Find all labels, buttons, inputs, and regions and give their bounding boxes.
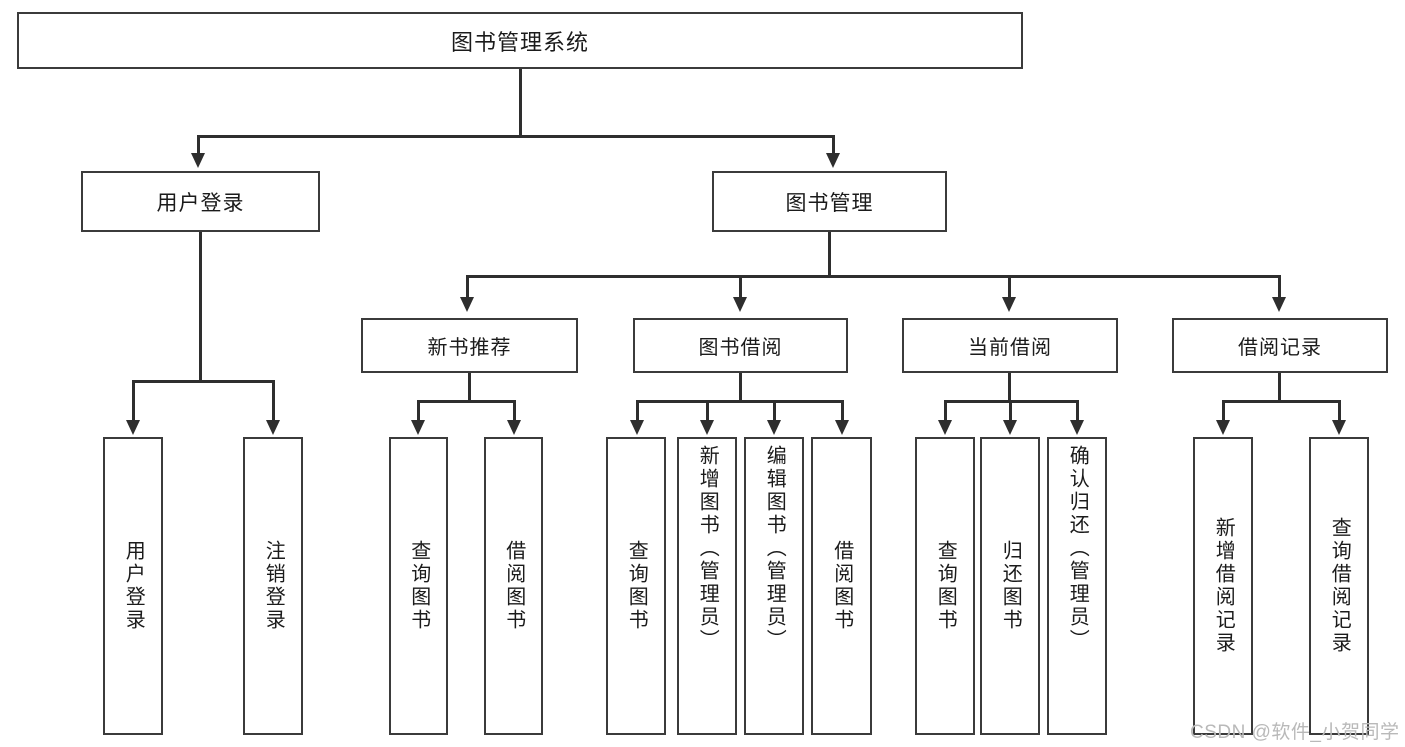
arrowhead-user-login-leaf-1 <box>126 420 140 435</box>
arrowhead-user-login-leaf-2 <box>266 420 280 435</box>
arrowhead-cb-leaf-2 <box>1003 420 1017 435</box>
connector-root-stem <box>519 69 522 136</box>
connector-bb-to-leaf-3 <box>773 400 776 422</box>
leaf-label: 确认归还（管理员） <box>1066 445 1089 652</box>
connector-user-login-stem <box>199 232 202 382</box>
connector-bm-to-book-borrow <box>739 275 742 299</box>
leaf-br-add-record[interactable]: 新增借阅记录 <box>1193 437 1253 735</box>
node-root-book-management-system[interactable]: 图书管理系统 <box>17 12 1023 69</box>
leaf-nb-query-book[interactable]: 查询图书 <box>389 437 448 735</box>
connector-bm-to-current-borrow <box>1008 275 1011 299</box>
arrowhead-nb-leaf-1 <box>411 420 425 435</box>
arrowhead-root-to-user-login <box>191 153 205 168</box>
arrowhead-bm-to-new-book <box>460 297 474 312</box>
leaf-label: 新增借阅记录 <box>1212 517 1235 655</box>
leaf-label: 借阅图书 <box>830 540 853 632</box>
arrowhead-bb-leaf-1 <box>630 420 644 435</box>
leaf-label: 用户登录 <box>122 540 145 632</box>
connector-br-to-leaf-1 <box>1222 400 1225 422</box>
leaf-user-login[interactable]: 用户登录 <box>103 437 163 735</box>
arrowhead-root-to-book-management <box>826 153 840 168</box>
connector-bb-to-leaf-2 <box>706 400 709 422</box>
node-book-management[interactable]: 图书管理 <box>712 171 947 232</box>
arrowhead-br-leaf-2 <box>1332 420 1346 435</box>
connector-root-bus <box>197 135 834 138</box>
leaf-label: 查询图书 <box>407 540 430 632</box>
leaf-cb-confirm-return-admin[interactable]: 确认归还（管理员） <box>1047 437 1107 735</box>
connector-nb-to-leaf-1 <box>417 400 420 422</box>
connector-new-book-stem <box>468 373 471 402</box>
leaf-nb-borrow-book[interactable]: 借阅图书 <box>484 437 543 735</box>
node-borrow-record[interactable]: 借阅记录 <box>1172 318 1388 373</box>
leaf-br-query-record[interactable]: 查询借阅记录 <box>1309 437 1369 735</box>
connector-bb-to-leaf-4 <box>841 400 844 422</box>
leaf-label: 编辑图书（管理员） <box>763 445 786 652</box>
node-label: 借阅记录 <box>1238 337 1322 359</box>
arrowhead-br-leaf-1 <box>1216 420 1230 435</box>
connector-bm-to-borrow-record <box>1278 275 1281 299</box>
node-label: 图书管理 <box>785 191 874 215</box>
arrowhead-nb-leaf-2 <box>507 420 521 435</box>
node-label: 图书借阅 <box>698 337 783 359</box>
arrowhead-bm-to-borrow-record <box>1272 297 1286 312</box>
leaf-cb-query-book[interactable]: 查询图书 <box>915 437 975 735</box>
connector-cb-to-leaf-2 <box>1009 400 1012 422</box>
arrowhead-bb-leaf-2 <box>700 420 714 435</box>
csdn-watermark: CSDN @软件_小贺同学 <box>1190 722 1400 743</box>
connector-cb-to-leaf-1 <box>944 400 947 422</box>
connector-book-borrow-stem <box>739 373 742 402</box>
connector-book-management-bus <box>466 275 1278 278</box>
leaf-label: 归还图书 <box>999 540 1022 632</box>
connector-cb-to-leaf-3 <box>1076 400 1079 422</box>
connector-root-to-user-login <box>197 135 200 155</box>
leaf-bb-borrow-book[interactable]: 借阅图书 <box>811 437 872 735</box>
leaf-bb-query-book[interactable]: 查询图书 <box>606 437 666 735</box>
node-label: 当前借阅 <box>968 337 1052 359</box>
leaf-label: 查询借阅记录 <box>1328 517 1351 655</box>
connector-current-borrow-stem <box>1008 373 1011 402</box>
node-new-book-recommend[interactable]: 新书推荐 <box>361 318 578 373</box>
leaf-user-logout[interactable]: 注销登录 <box>243 437 303 735</box>
node-label: 新书推荐 <box>427 337 512 359</box>
arrowhead-bm-to-current-borrow <box>1002 297 1016 312</box>
connector-user-login-to-leaf-1 <box>132 380 135 422</box>
connector-nb-to-leaf-2 <box>513 400 516 422</box>
connector-book-management-stem <box>828 232 831 277</box>
leaf-label: 借阅图书 <box>502 540 525 632</box>
leaf-bb-edit-book-admin[interactable]: 编辑图书（管理员） <box>744 437 804 735</box>
connector-root-to-book-management <box>832 135 835 155</box>
leaf-label: 新增图书（管理员） <box>696 445 719 652</box>
node-book-borrow[interactable]: 图书借阅 <box>633 318 848 373</box>
node-label: 用户登录 <box>156 191 245 215</box>
leaf-label: 查询图书 <box>625 540 648 632</box>
connector-user-login-to-leaf-2 <box>272 380 275 422</box>
node-label: 图书管理系统 <box>450 29 589 55</box>
arrowhead-bm-to-book-borrow <box>733 297 747 312</box>
arrowhead-cb-leaf-3 <box>1070 420 1084 435</box>
arrowhead-bb-leaf-4 <box>835 420 849 435</box>
connector-borrow-record-stem <box>1278 373 1281 402</box>
node-current-borrow[interactable]: 当前借阅 <box>902 318 1118 373</box>
connector-bb-to-leaf-1 <box>636 400 639 422</box>
connector-book-borrow-bus <box>636 400 843 403</box>
node-user-login[interactable]: 用户登录 <box>81 171 320 232</box>
connector-user-login-bus <box>132 380 274 383</box>
arrowhead-cb-leaf-1 <box>938 420 952 435</box>
arrowhead-bb-leaf-3 <box>767 420 781 435</box>
connector-borrow-record-bus <box>1222 400 1340 403</box>
connector-br-to-leaf-2 <box>1338 400 1341 422</box>
leaf-label: 查询图书 <box>934 540 957 632</box>
connector-new-book-bus <box>417 400 516 403</box>
leaf-cb-return-book[interactable]: 归还图书 <box>980 437 1040 735</box>
leaf-bb-add-book-admin[interactable]: 新增图书（管理员） <box>677 437 737 735</box>
connector-bm-to-new-book <box>466 275 469 299</box>
leaf-label: 注销登录 <box>262 540 285 632</box>
